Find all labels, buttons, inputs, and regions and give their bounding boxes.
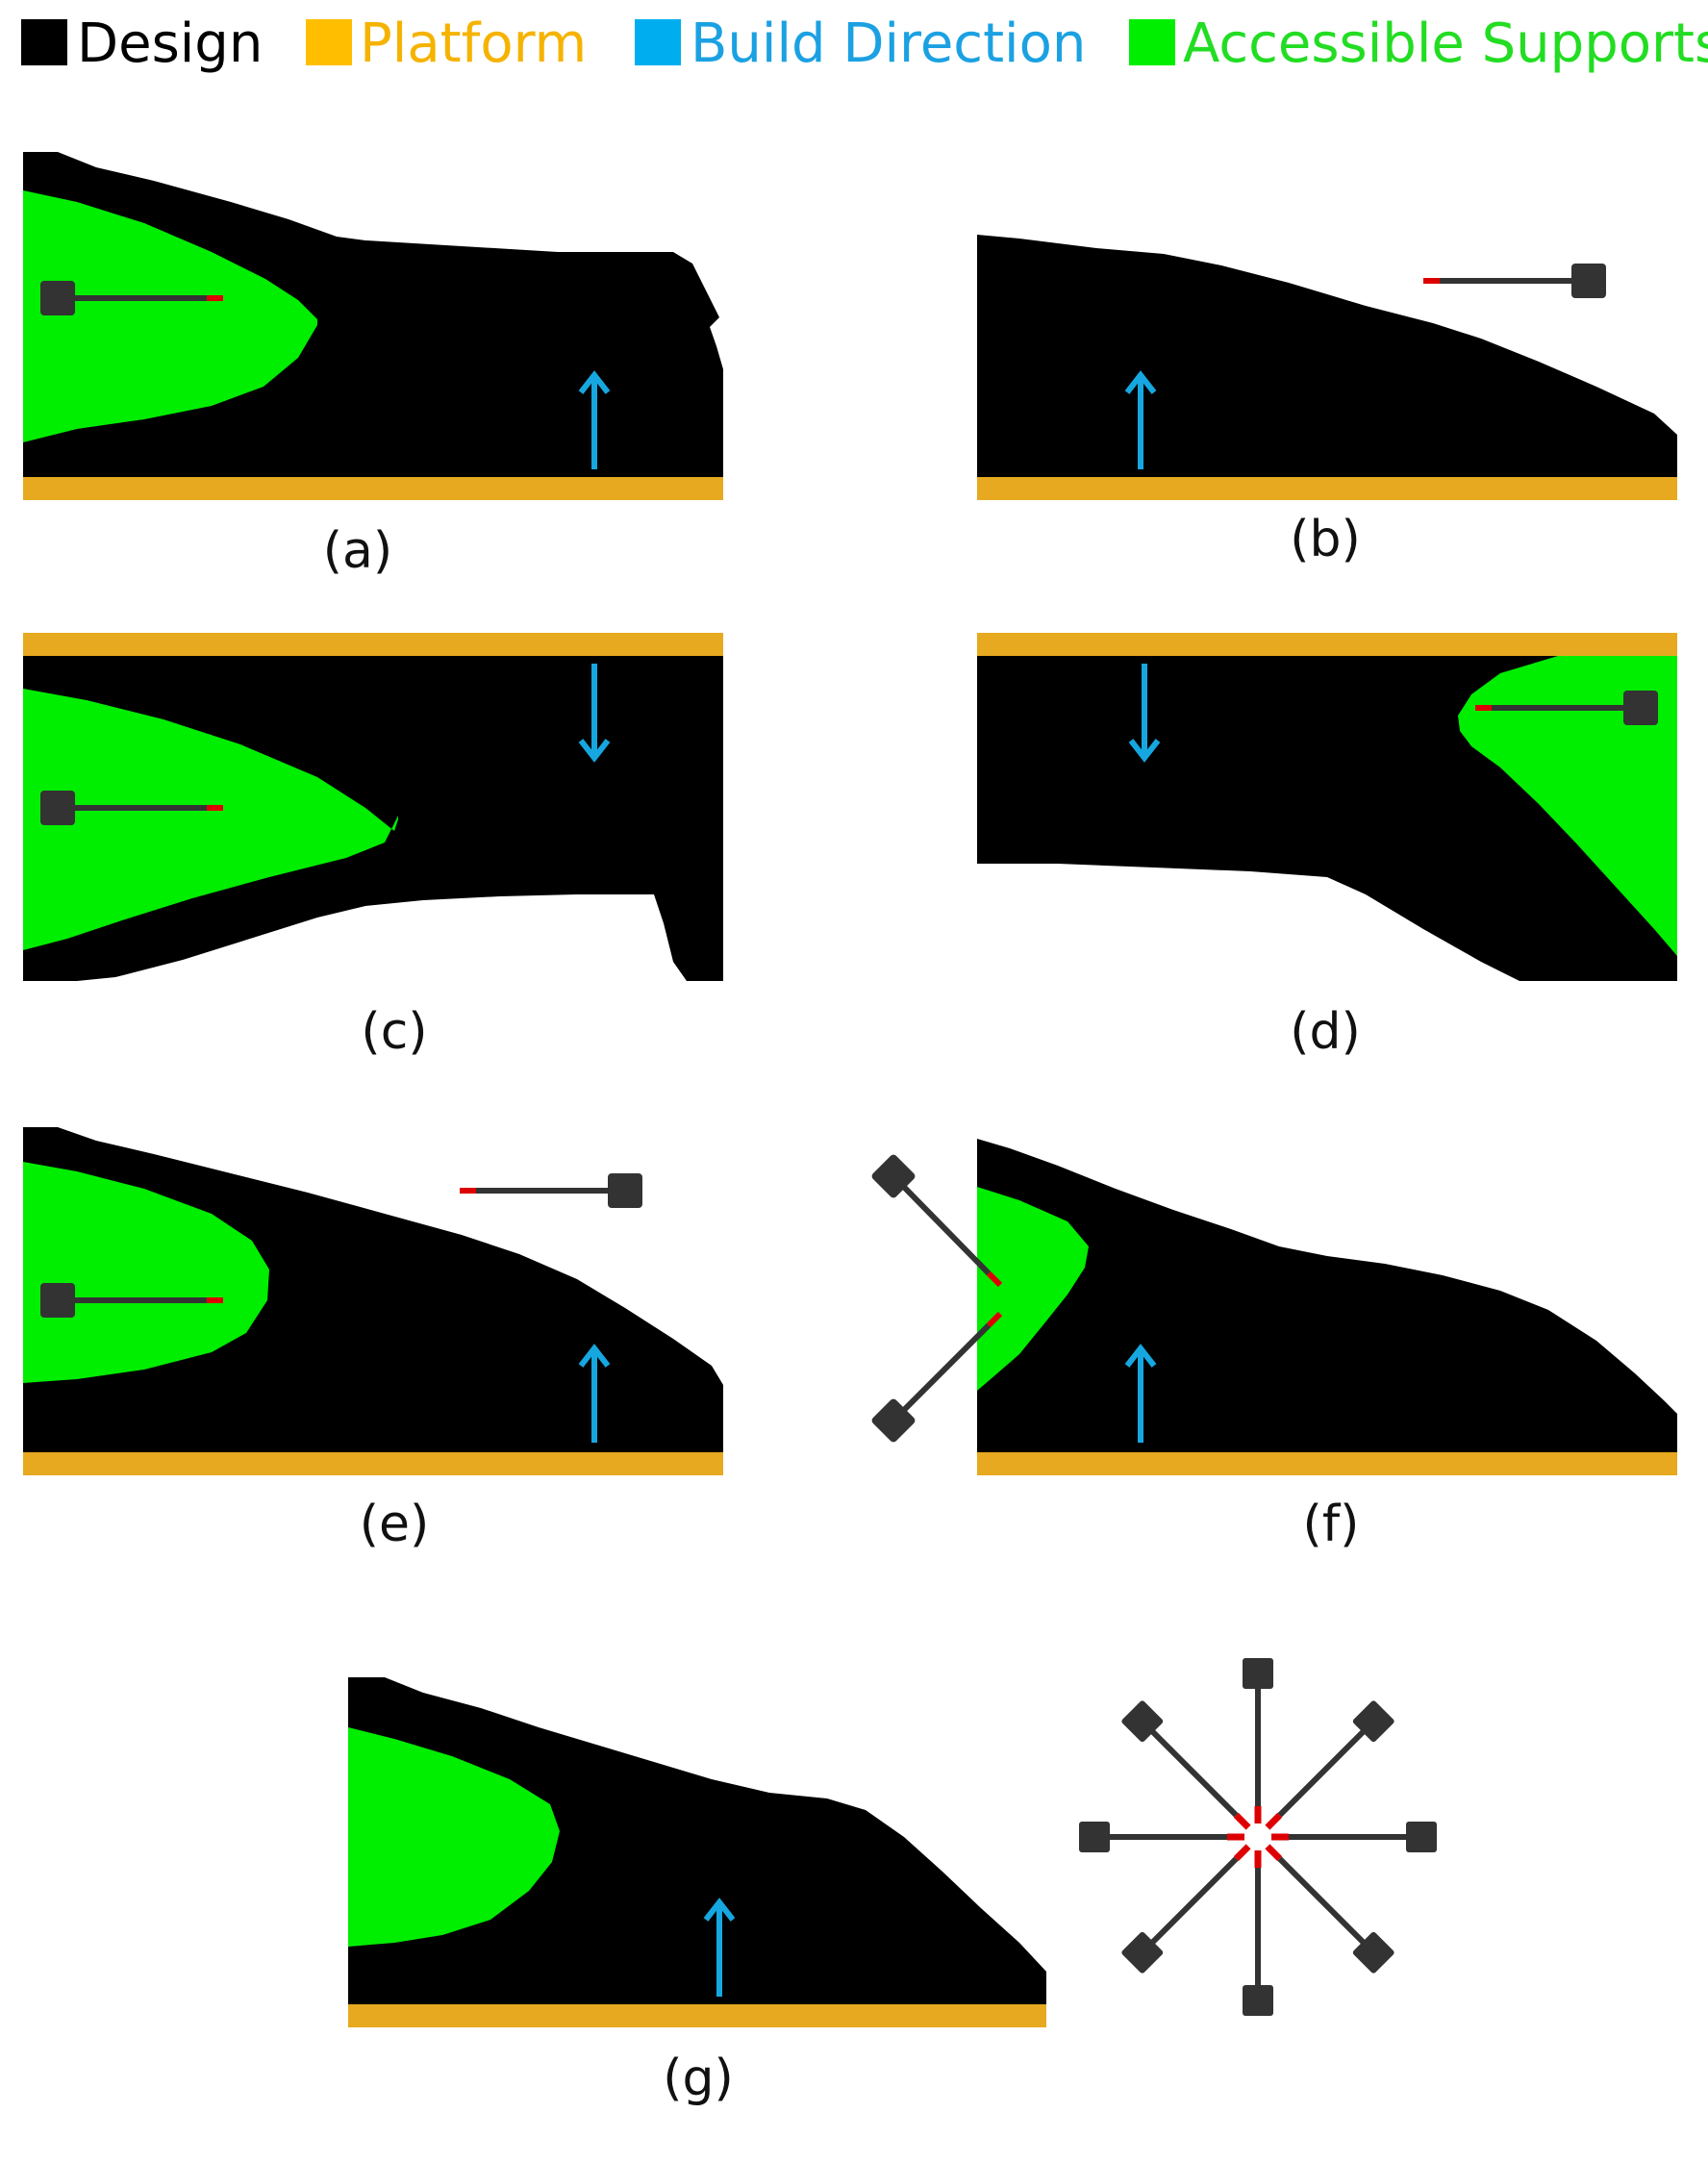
legend-item-build-direction: Build Direction bbox=[635, 13, 1086, 75]
legend-item-design: Design bbox=[21, 13, 263, 75]
tool-probe-icon bbox=[871, 1311, 1003, 1443]
legend-item-platform: Platform bbox=[306, 13, 587, 75]
tool-spoke bbox=[1243, 1658, 1273, 1823]
tool-probe-icon bbox=[460, 1173, 642, 1208]
panel-g: (g) bbox=[348, 1677, 1046, 2107]
legend-label-accessible-supports: Accessible Supports bbox=[1183, 13, 1708, 75]
panel-label-b: (b) bbox=[1290, 511, 1361, 568]
platform-b bbox=[977, 477, 1677, 500]
panel-label-g: (g) bbox=[663, 2050, 734, 2107]
legend-item-accessible-supports: Accessible Supports bbox=[1129, 13, 1708, 75]
panel-label-f: (f) bbox=[1303, 1496, 1360, 1553]
legend-swatch-build-direction bbox=[635, 19, 681, 65]
design-shape-e bbox=[23, 1127, 723, 1452]
panel-label-e: (e) bbox=[360, 1496, 430, 1553]
panel-e: (e) bbox=[23, 1127, 723, 1553]
supports-region-e bbox=[23, 1162, 269, 1383]
panel-d: (d) bbox=[977, 633, 1677, 1061]
supports-region-g bbox=[348, 1727, 560, 1947]
legend-label-platform: Platform bbox=[360, 13, 587, 75]
legend: Design Platform Build Direction Accessib… bbox=[21, 13, 1708, 75]
legend-swatch-platform bbox=[306, 19, 352, 65]
supports-region-c bbox=[23, 689, 398, 950]
platform-c bbox=[23, 633, 723, 656]
platform-e bbox=[23, 1452, 723, 1475]
design-shape-f bbox=[977, 1139, 1677, 1452]
panel-label-d: (d) bbox=[1290, 1003, 1361, 1061]
design-shape-g bbox=[348, 1677, 1046, 2004]
platform-g bbox=[348, 2004, 1046, 2027]
supports-region-d bbox=[1458, 656, 1677, 956]
legend-label-design: Design bbox=[77, 13, 263, 75]
legend-swatch-accessible-supports bbox=[1129, 19, 1175, 65]
legend-label-build-direction: Build Direction bbox=[691, 13, 1086, 75]
platform-d bbox=[977, 633, 1677, 656]
panel-label-a: (a) bbox=[323, 522, 392, 580]
supports-region-f bbox=[977, 1187, 1089, 1391]
panel-b: (b) bbox=[977, 235, 1677, 568]
panel-f: (f) bbox=[871, 1139, 1677, 1553]
platform-a bbox=[23, 477, 723, 500]
platform-f bbox=[977, 1452, 1677, 1475]
design-shape-b bbox=[977, 235, 1677, 477]
panel-a: (a) bbox=[23, 152, 723, 580]
panel-label-c: (c) bbox=[361, 1003, 427, 1061]
supports-region-a bbox=[23, 190, 317, 442]
panel-c: (c) bbox=[23, 633, 723, 1061]
tool-probe-icon bbox=[871, 1154, 1003, 1288]
tool-probe-icon bbox=[1423, 264, 1606, 298]
legend-swatch-design bbox=[21, 19, 67, 65]
multi-direction-tool-icon bbox=[1079, 1658, 1437, 2016]
